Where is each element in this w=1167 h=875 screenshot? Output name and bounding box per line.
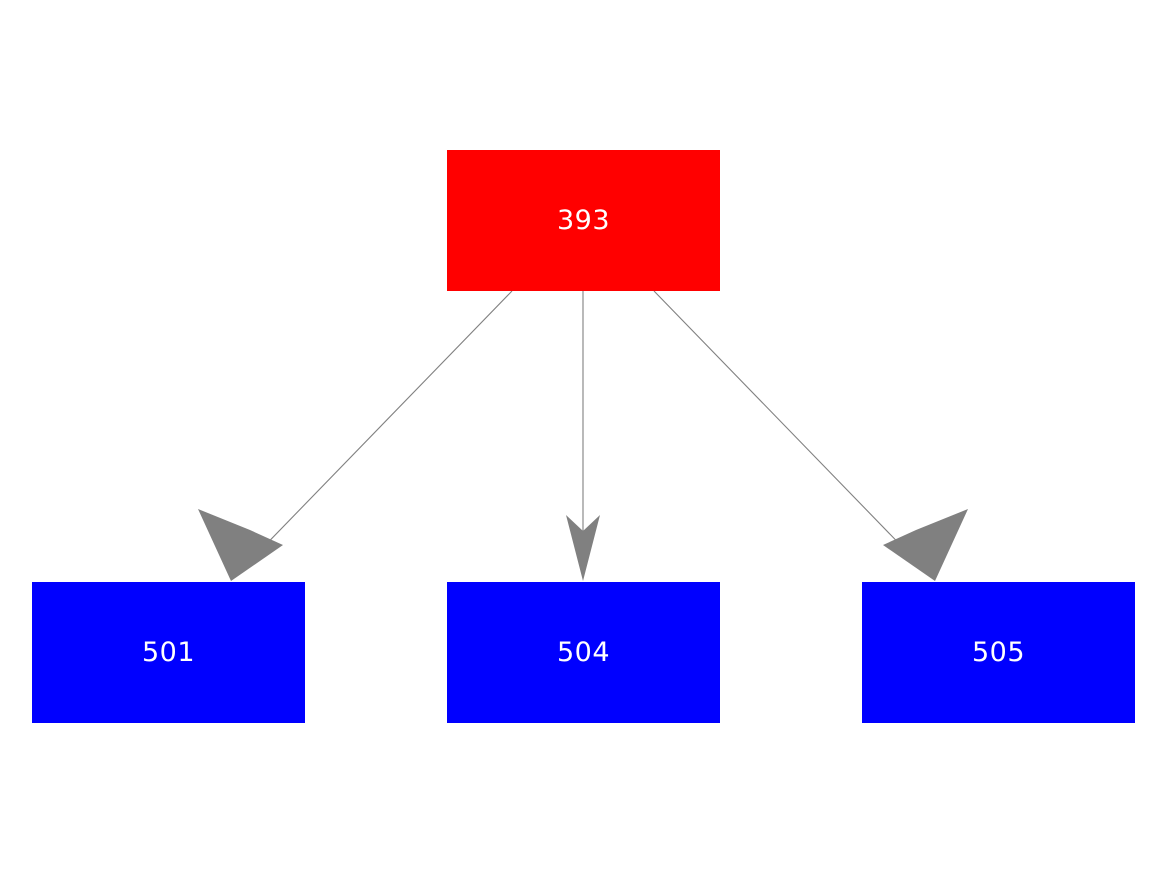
arrowhead-root-to-504: [566, 515, 600, 581]
edge-line-root-to-501: [247, 290, 513, 564]
edge-root-to-501: [198, 290, 513, 581]
graph-node-child-3[interactable]: 505: [862, 582, 1135, 723]
edge-line-root-to-505: [653, 290, 919, 564]
edge-root-to-505: [653, 290, 968, 581]
arrowhead-root-to-505: [883, 509, 968, 581]
graph-node-root[interactable]: 393: [447, 150, 720, 291]
graph-node-child-2[interactable]: 504: [447, 582, 720, 723]
graph-node-child-1-label: 501: [141, 637, 196, 668]
graph-node-root-label: 393: [556, 205, 611, 236]
edge-root-to-504: [566, 291, 600, 581]
graph-node-child-1[interactable]: 501: [32, 582, 305, 723]
graph-node-child-3-label: 505: [971, 637, 1026, 668]
arrowhead-root-to-501: [198, 509, 283, 581]
graph-node-child-2-label: 504: [556, 637, 611, 668]
